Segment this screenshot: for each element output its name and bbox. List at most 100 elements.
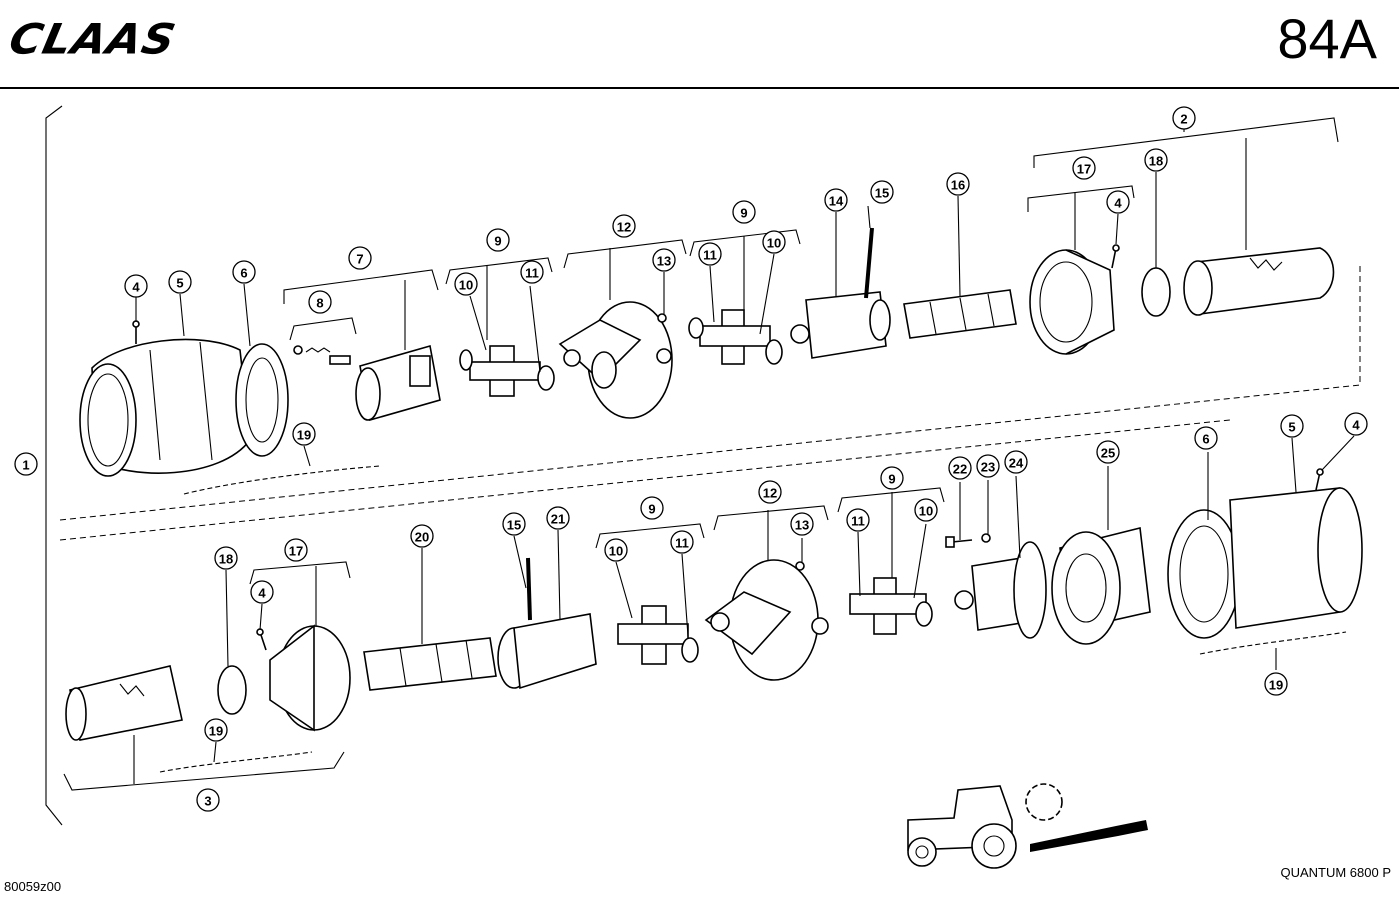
callout-label: 14 — [829, 194, 844, 209]
flange-24 — [954, 541, 1047, 639]
callout-4: 4 — [250, 580, 274, 604]
chain-19-lower-right — [1199, 631, 1347, 655]
callout-label: 22 — [953, 462, 967, 477]
callout-2: 2 — [1172, 106, 1196, 130]
profile-tube-20 — [363, 637, 497, 691]
callout-label: 13 — [657, 254, 671, 269]
pin-15-upper — [864, 227, 874, 299]
grease-nipple-13-lower — [795, 561, 805, 571]
callout-22: 22 — [948, 456, 972, 480]
callout-17: 17 — [1072, 156, 1096, 180]
callout-8: 8 — [308, 290, 332, 314]
callout-10: 10 — [762, 230, 786, 254]
callout-circle — [1172, 106, 1196, 130]
callout-4: 4 — [124, 274, 148, 298]
callout-circle — [948, 456, 972, 480]
callout-25: 25 — [1096, 440, 1120, 464]
bracket-7 — [283, 269, 439, 304]
callout-circle — [732, 200, 756, 224]
callout-circle — [454, 272, 478, 296]
callout-12: 12 — [612, 214, 636, 238]
callout-circle — [168, 270, 192, 294]
bracket-9-b — [689, 229, 801, 257]
callout-label: 25 — [1101, 446, 1115, 461]
callout-circle — [870, 180, 894, 204]
callout-19: 19 — [292, 422, 316, 446]
callout-17: 17 — [284, 538, 308, 562]
bearing-ring-6-upper — [235, 343, 289, 457]
callout-circle — [1144, 148, 1168, 172]
callout-label: 15 — [507, 518, 521, 533]
bracket-17-lower — [249, 561, 351, 585]
callout-24: 24 — [1004, 450, 1028, 474]
callout-circle — [758, 480, 782, 504]
callout-label: 24 — [1009, 456, 1024, 471]
cross-kit-9-upper-b — [688, 309, 783, 365]
screw-4-upper-left — [132, 320, 140, 344]
callout-circle — [790, 512, 814, 536]
bracket-8 — [289, 317, 357, 341]
callout-15: 15 — [870, 180, 894, 204]
page-header: CLAAS 84A — [0, 0, 1399, 89]
bracket-12-lower — [713, 505, 829, 531]
callout-label: 4 — [1352, 418, 1360, 433]
callout-19: 19 — [1264, 672, 1288, 696]
callout-label: 18 — [1149, 154, 1163, 169]
cross-kit-9-lower-a — [617, 605, 699, 665]
flange-yoke-12-lower — [704, 559, 829, 681]
callout-circle — [670, 530, 694, 554]
bracket-3 — [63, 751, 345, 791]
callout-6: 6 — [1194, 426, 1218, 450]
callout-11: 11 — [846, 508, 870, 532]
callout-circle — [1264, 672, 1288, 696]
tractor-pictogram — [907, 783, 1148, 869]
callout-circle — [1280, 414, 1304, 438]
callout-circle — [946, 172, 970, 196]
callout-21: 21 — [546, 506, 570, 530]
callout-circle — [1004, 450, 1028, 474]
callout-circle — [1096, 440, 1120, 464]
bearing-ring-18-upper — [1141, 267, 1171, 317]
callout-label: 20 — [415, 530, 429, 545]
callout-circle — [520, 260, 544, 284]
callout-circle — [292, 422, 316, 446]
callout-18: 18 — [214, 546, 238, 570]
cross-kit-9-upper-a — [459, 345, 555, 397]
callout-circle — [204, 718, 228, 742]
bracket-9-d — [837, 487, 945, 513]
callout-label: 3 — [204, 794, 211, 809]
callout-10: 10 — [604, 538, 628, 562]
callout-circle — [124, 274, 148, 298]
callout-circle — [214, 546, 238, 570]
bracket-1 — [45, 105, 63, 826]
callout-10: 10 — [454, 272, 478, 296]
bracket-9-c — [595, 523, 705, 549]
profile-tube-16 — [903, 289, 1017, 339]
guard-cone-5-lower — [1229, 487, 1363, 629]
callout-label: 10 — [919, 504, 933, 519]
pin-15-lower — [526, 557, 532, 621]
callout-circle — [976, 454, 1000, 478]
callout-leaders — [135, 172, 1355, 763]
callout-label: 19 — [1269, 678, 1283, 693]
lock-pin-8 — [293, 345, 351, 365]
header-divider — [0, 87, 1399, 89]
callout-9: 9 — [486, 228, 510, 252]
callout-circle — [640, 496, 664, 520]
callout-label: 23 — [981, 460, 995, 475]
callout-3: 3 — [196, 788, 220, 812]
callout-11: 11 — [520, 260, 544, 284]
callout-20: 20 — [410, 524, 434, 548]
callout-label: 10 — [459, 278, 473, 293]
callout-circle — [1072, 156, 1096, 180]
callout-circle — [14, 452, 38, 476]
bracket-2 — [1033, 117, 1339, 168]
callout-circle — [502, 512, 526, 536]
callout-9: 9 — [640, 496, 664, 520]
callout-label: 1 — [22, 458, 29, 473]
callout-circle — [612, 214, 636, 238]
bracket-17-upper — [1027, 185, 1135, 212]
callout-label: 17 — [289, 544, 303, 559]
callout-14: 14 — [824, 188, 848, 212]
